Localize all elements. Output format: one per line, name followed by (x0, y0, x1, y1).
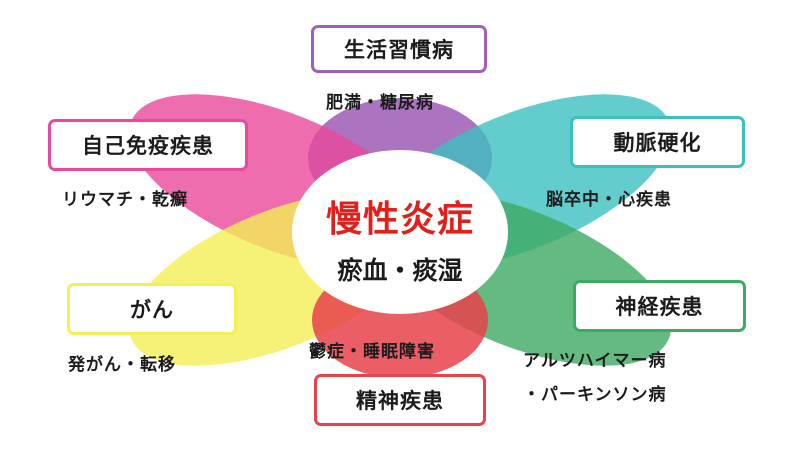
detail-cancer: 発がん・転移 (68, 355, 176, 375)
detail-neurological-line1: アルツハイマー病 (523, 351, 667, 371)
detail-mental-disorder: 鬱症・睡眠障害 (309, 342, 435, 362)
label-autoimmune-disease: 自己免疫疾患 (48, 119, 248, 171)
label-autoimmune-disease-text: 自己免疫疾患 (82, 134, 214, 158)
label-arteriosclerosis-text: 動脈硬化 (613, 131, 702, 155)
center-circle (292, 150, 508, 314)
detail-autoimmune-disease: リウマチ・乾癬 (62, 190, 188, 210)
detail-neurological-line2: ・パーキンソン病 (523, 385, 667, 405)
label-mental-disorder-text: 精神疾患 (356, 389, 444, 413)
label-lifestyle-disease: 生活習慣病 (311, 25, 487, 73)
center-subtitle: 瘀血・痰湿 (337, 256, 463, 285)
detail-lifestyle-disease: 肥満・糖尿病 (326, 93, 434, 113)
label-neurological-disease-text: 神経疾患 (615, 295, 704, 319)
label-arteriosclerosis: 動脈硬化 (570, 116, 745, 168)
label-neurological-disease: 神経疾患 (573, 280, 746, 332)
detail-arteriosclerosis: 脳卒中・心疾患 (546, 190, 672, 210)
label-cancer: がん (67, 283, 237, 335)
label-lifestyle-disease-text: 生活習慣病 (344, 38, 454, 62)
label-cancer-text: がん (130, 298, 174, 322)
center-title: 慢性炎症 (325, 198, 474, 240)
label-mental-disorder: 精神疾患 (314, 374, 486, 426)
